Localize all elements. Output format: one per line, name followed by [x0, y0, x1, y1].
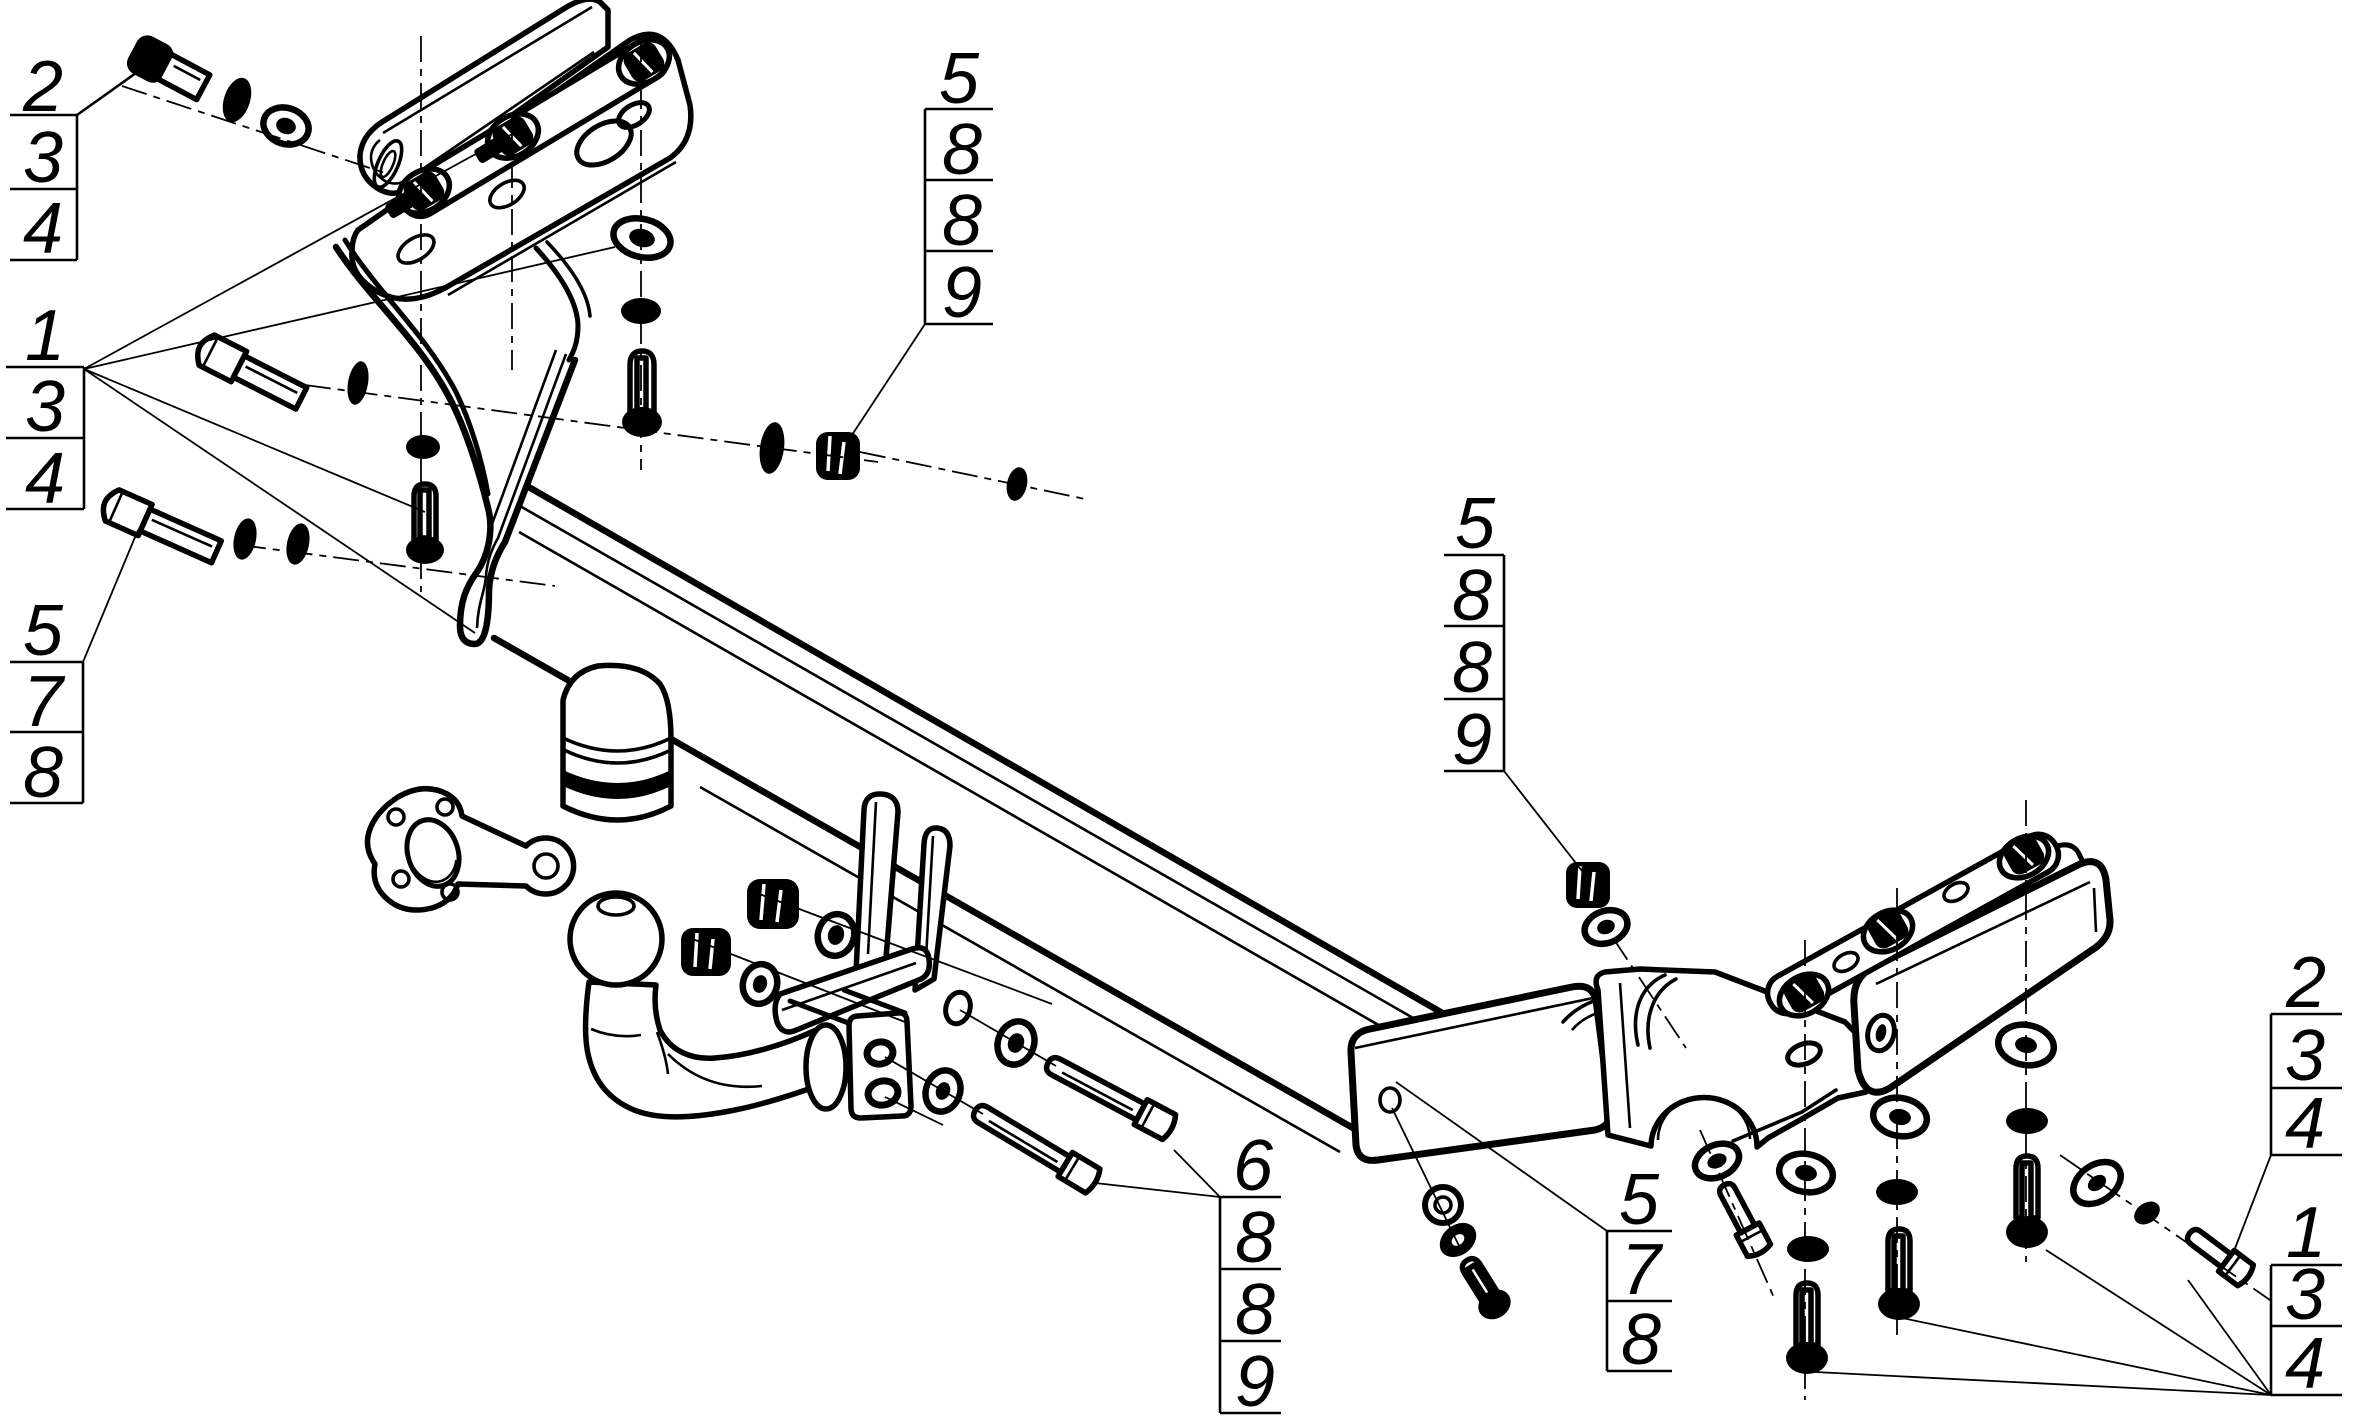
svg-text:3: 3 — [2285, 1255, 2325, 1335]
svg-text:2: 2 — [22, 47, 63, 127]
svg-text:8: 8 — [942, 181, 982, 261]
svg-text:3: 3 — [25, 367, 65, 447]
svg-text:5: 5 — [939, 39, 980, 119]
svg-text:9: 9 — [942, 253, 982, 333]
svg-text:1: 1 — [25, 296, 65, 376]
svg-text:5: 5 — [1619, 1160, 1660, 1240]
svg-text:5: 5 — [1455, 484, 1496, 564]
svg-text:8: 8 — [1452, 556, 1492, 636]
svg-text:4: 4 — [2285, 1324, 2325, 1404]
svg-text:9: 9 — [1235, 1342, 1275, 1422]
svg-text:6: 6 — [1233, 1126, 1274, 1206]
svg-text:5: 5 — [23, 591, 64, 671]
svg-text:7: 7 — [1621, 1230, 1664, 1310]
svg-text:3: 3 — [2285, 1016, 2325, 1096]
svg-text:8: 8 — [1621, 1300, 1661, 1380]
svg-text:2: 2 — [2285, 943, 2326, 1023]
svg-text:8: 8 — [1235, 1270, 1275, 1350]
svg-text:4: 4 — [25, 439, 65, 519]
svg-text:8: 8 — [23, 733, 63, 813]
svg-text:4: 4 — [23, 189, 63, 269]
svg-text:7: 7 — [23, 662, 66, 742]
svg-text:1: 1 — [2286, 1193, 2326, 1273]
svg-text:8: 8 — [1235, 1198, 1275, 1278]
svg-text:8: 8 — [1452, 628, 1492, 708]
svg-text:4: 4 — [2285, 1084, 2325, 1164]
svg-text:9: 9 — [1452, 700, 1492, 780]
svg-text:8: 8 — [942, 110, 982, 190]
svg-text:3: 3 — [23, 118, 63, 198]
